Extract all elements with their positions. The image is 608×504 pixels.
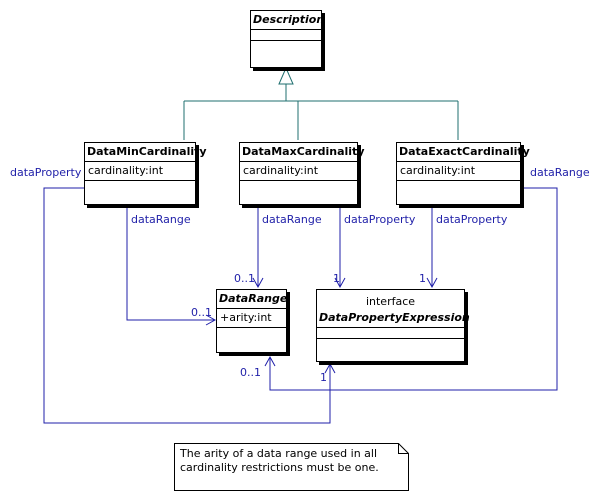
interface-data-property-expression[interactable]: interface DataPropertyExpression <box>316 289 470 362</box>
class-attribute: cardinality:int <box>85 162 195 181</box>
multiplicity-dpe-min: 1 <box>320 371 327 384</box>
association-lines <box>43 187 558 424</box>
class-name: DataExactCardinality <box>397 143 530 162</box>
class-data-exact-cardinality[interactable]: DataExactCardinality cardinality:int <box>396 142 530 205</box>
multiplicity-dpe-exact: 1 <box>419 272 426 285</box>
role-label-max-datarange: dataRange <box>262 213 322 226</box>
multiplicity-dpe-max: 1 <box>333 272 340 285</box>
role-label-max-dataproperty: dataProperty <box>344 213 416 226</box>
class-data-max-cardinality[interactable]: DataMaxCardinality cardinality:int <box>239 142 365 205</box>
class-name: DataRange <box>217 290 287 309</box>
class-data-min-cardinality[interactable]: DataMinCardinality cardinality:int <box>84 142 207 205</box>
generalization-arrowhead <box>278 66 294 85</box>
attribute-compartment <box>251 30 321 41</box>
attribute-compartment <box>317 328 464 339</box>
role-label-exact-datarange: dataRange <box>530 166 590 179</box>
role-label-min-dataproperty: dataProperty <box>10 166 82 179</box>
class-name: DataMinCardinality <box>85 143 207 162</box>
class-attribute: +arity:int <box>217 309 286 328</box>
class-data-range[interactable]: DataRange +arity:int <box>216 289 287 353</box>
class-attribute: cardinality:int <box>397 162 520 181</box>
role-label-exact-dataproperty: dataProperty <box>436 213 508 226</box>
class-name: Description <box>251 11 324 30</box>
role-label-min-datarange: dataRange <box>131 213 191 226</box>
note-comment: The arity of a data range used in all ca… <box>180 447 379 474</box>
multiplicity-datarange-max: 0..1 <box>234 272 255 285</box>
multiplicity-datarange-exact: 0..1 <box>240 366 261 379</box>
stereotype-label: interface <box>365 295 416 308</box>
multiplicity-datarange-min: 0..1 <box>191 306 212 319</box>
class-attribute: cardinality:int <box>240 162 357 181</box>
class-description[interactable]: Description <box>250 10 324 68</box>
class-name: DataMaxCardinality <box>240 143 365 162</box>
class-name: DataPropertyExpression <box>317 308 470 328</box>
note-shape <box>174 443 409 491</box>
generalization-lines <box>183 84 459 140</box>
